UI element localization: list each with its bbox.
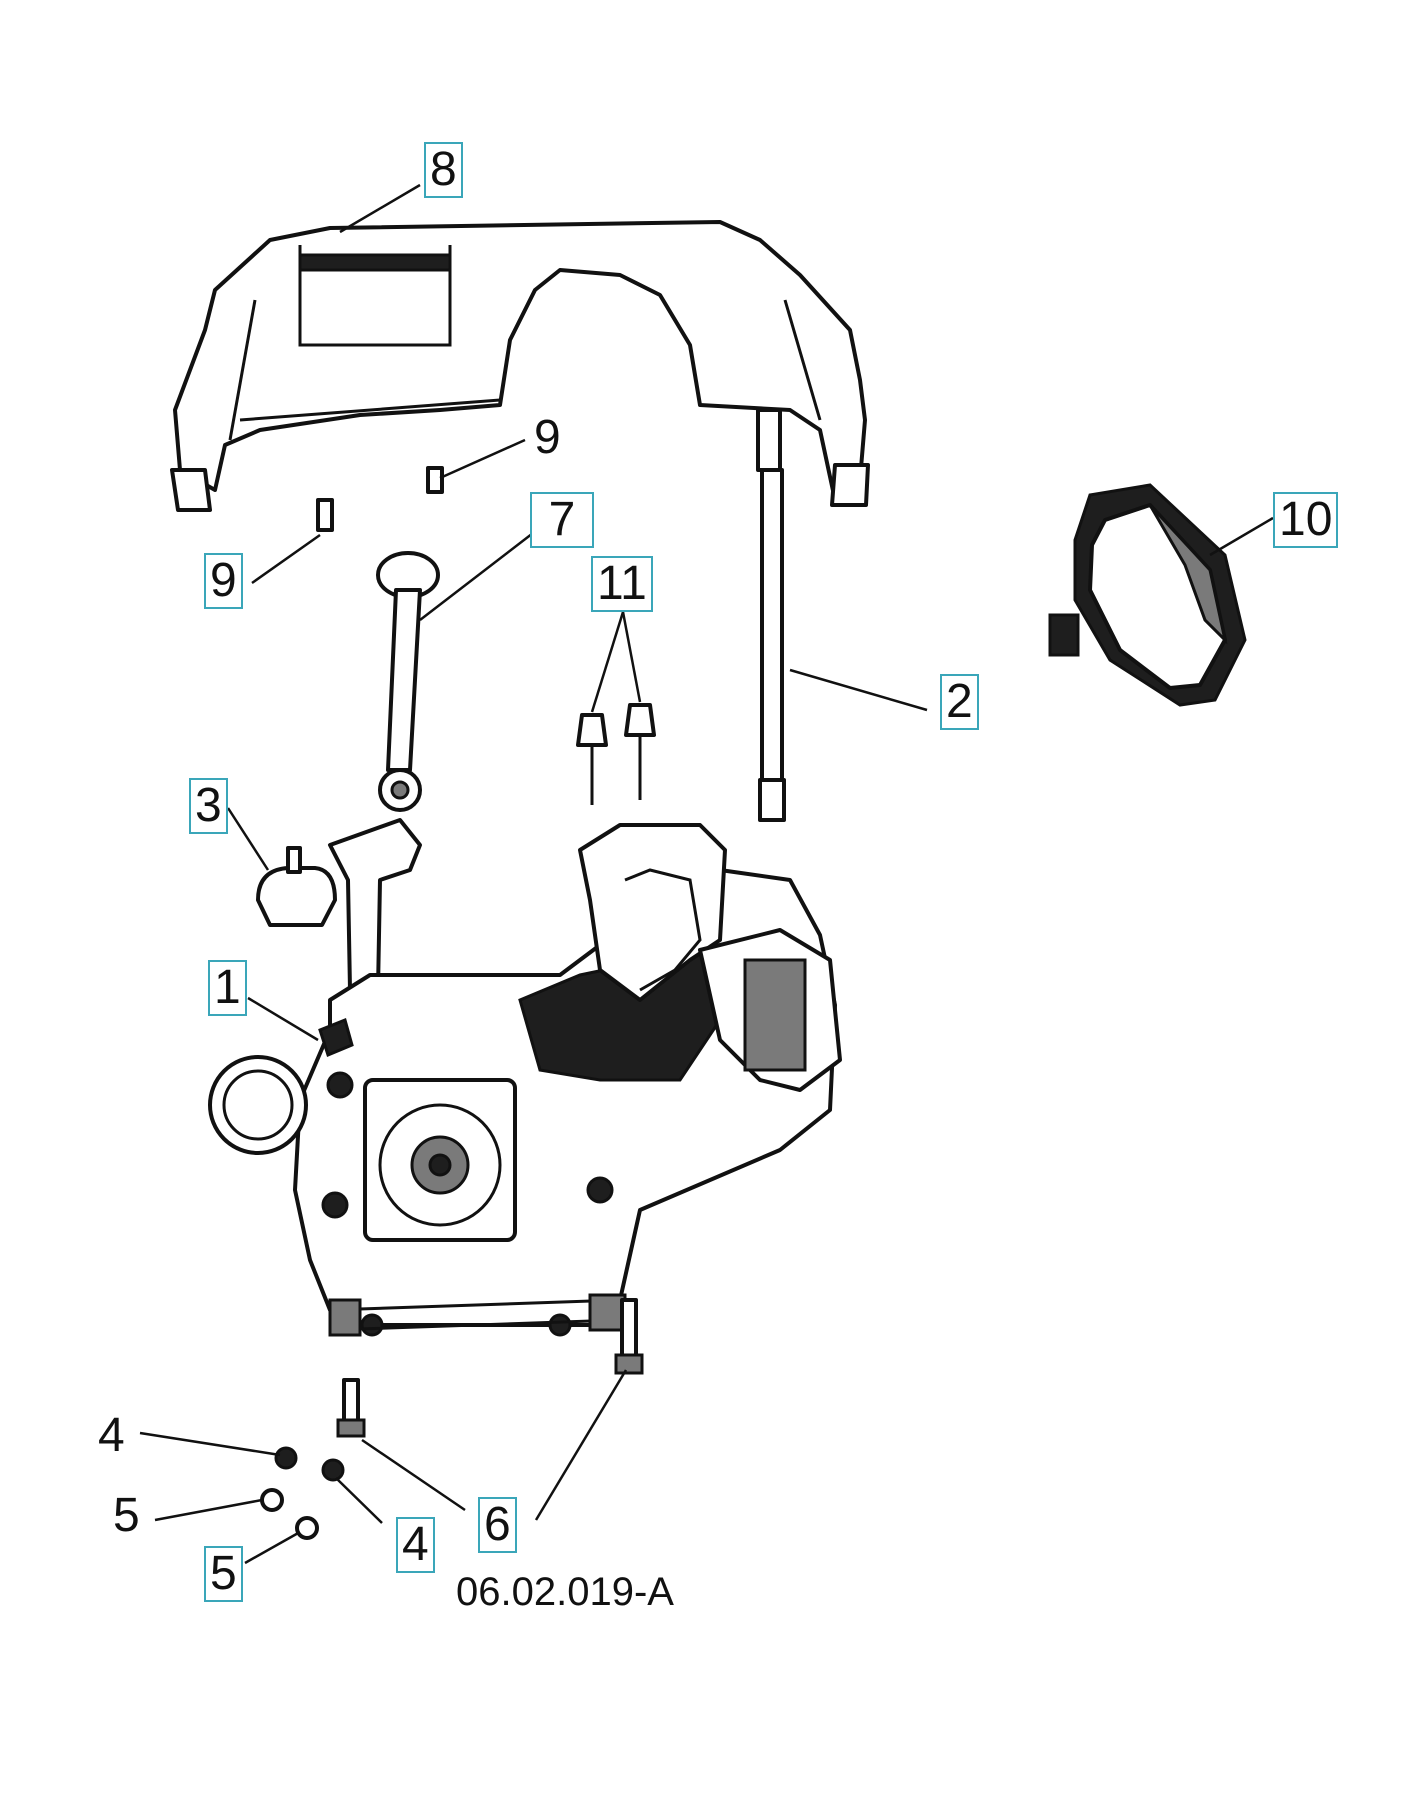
callout-5: 5: [204, 1546, 243, 1602]
oval-cover-part: [1048, 483, 1247, 707]
callout-2: 2: [940, 674, 979, 730]
fasteners-part: [260, 1298, 644, 1540]
callout-9: 9: [534, 411, 561, 464]
rod-part: [756, 408, 786, 822]
callout-3: 3: [189, 778, 228, 834]
top-cover-part: [170, 220, 870, 512]
leader-lines: [139, 183, 1274, 1565]
callout-4: 4: [396, 1517, 435, 1573]
cover-screw-part: [316, 466, 444, 532]
engine-part: [208, 818, 842, 1337]
callout-7: 7: [530, 492, 594, 548]
callout-5: 5: [113, 1489, 140, 1542]
figure-code: 06.02.019-A: [456, 1570, 674, 1614]
callout-8: 8: [424, 142, 463, 198]
callout-10: 10: [1273, 492, 1339, 548]
callout-11: 11: [591, 556, 653, 612]
callout-4: 4: [98, 1409, 125, 1462]
callout-1: 1: [208, 960, 247, 1016]
spark-plug-wrench-part: [376, 551, 440, 812]
callout-6: 6: [478, 1497, 517, 1553]
plug-pair-part: [576, 703, 656, 805]
fuel-cap-part: [256, 846, 337, 927]
callout-9: 9: [204, 553, 243, 609]
